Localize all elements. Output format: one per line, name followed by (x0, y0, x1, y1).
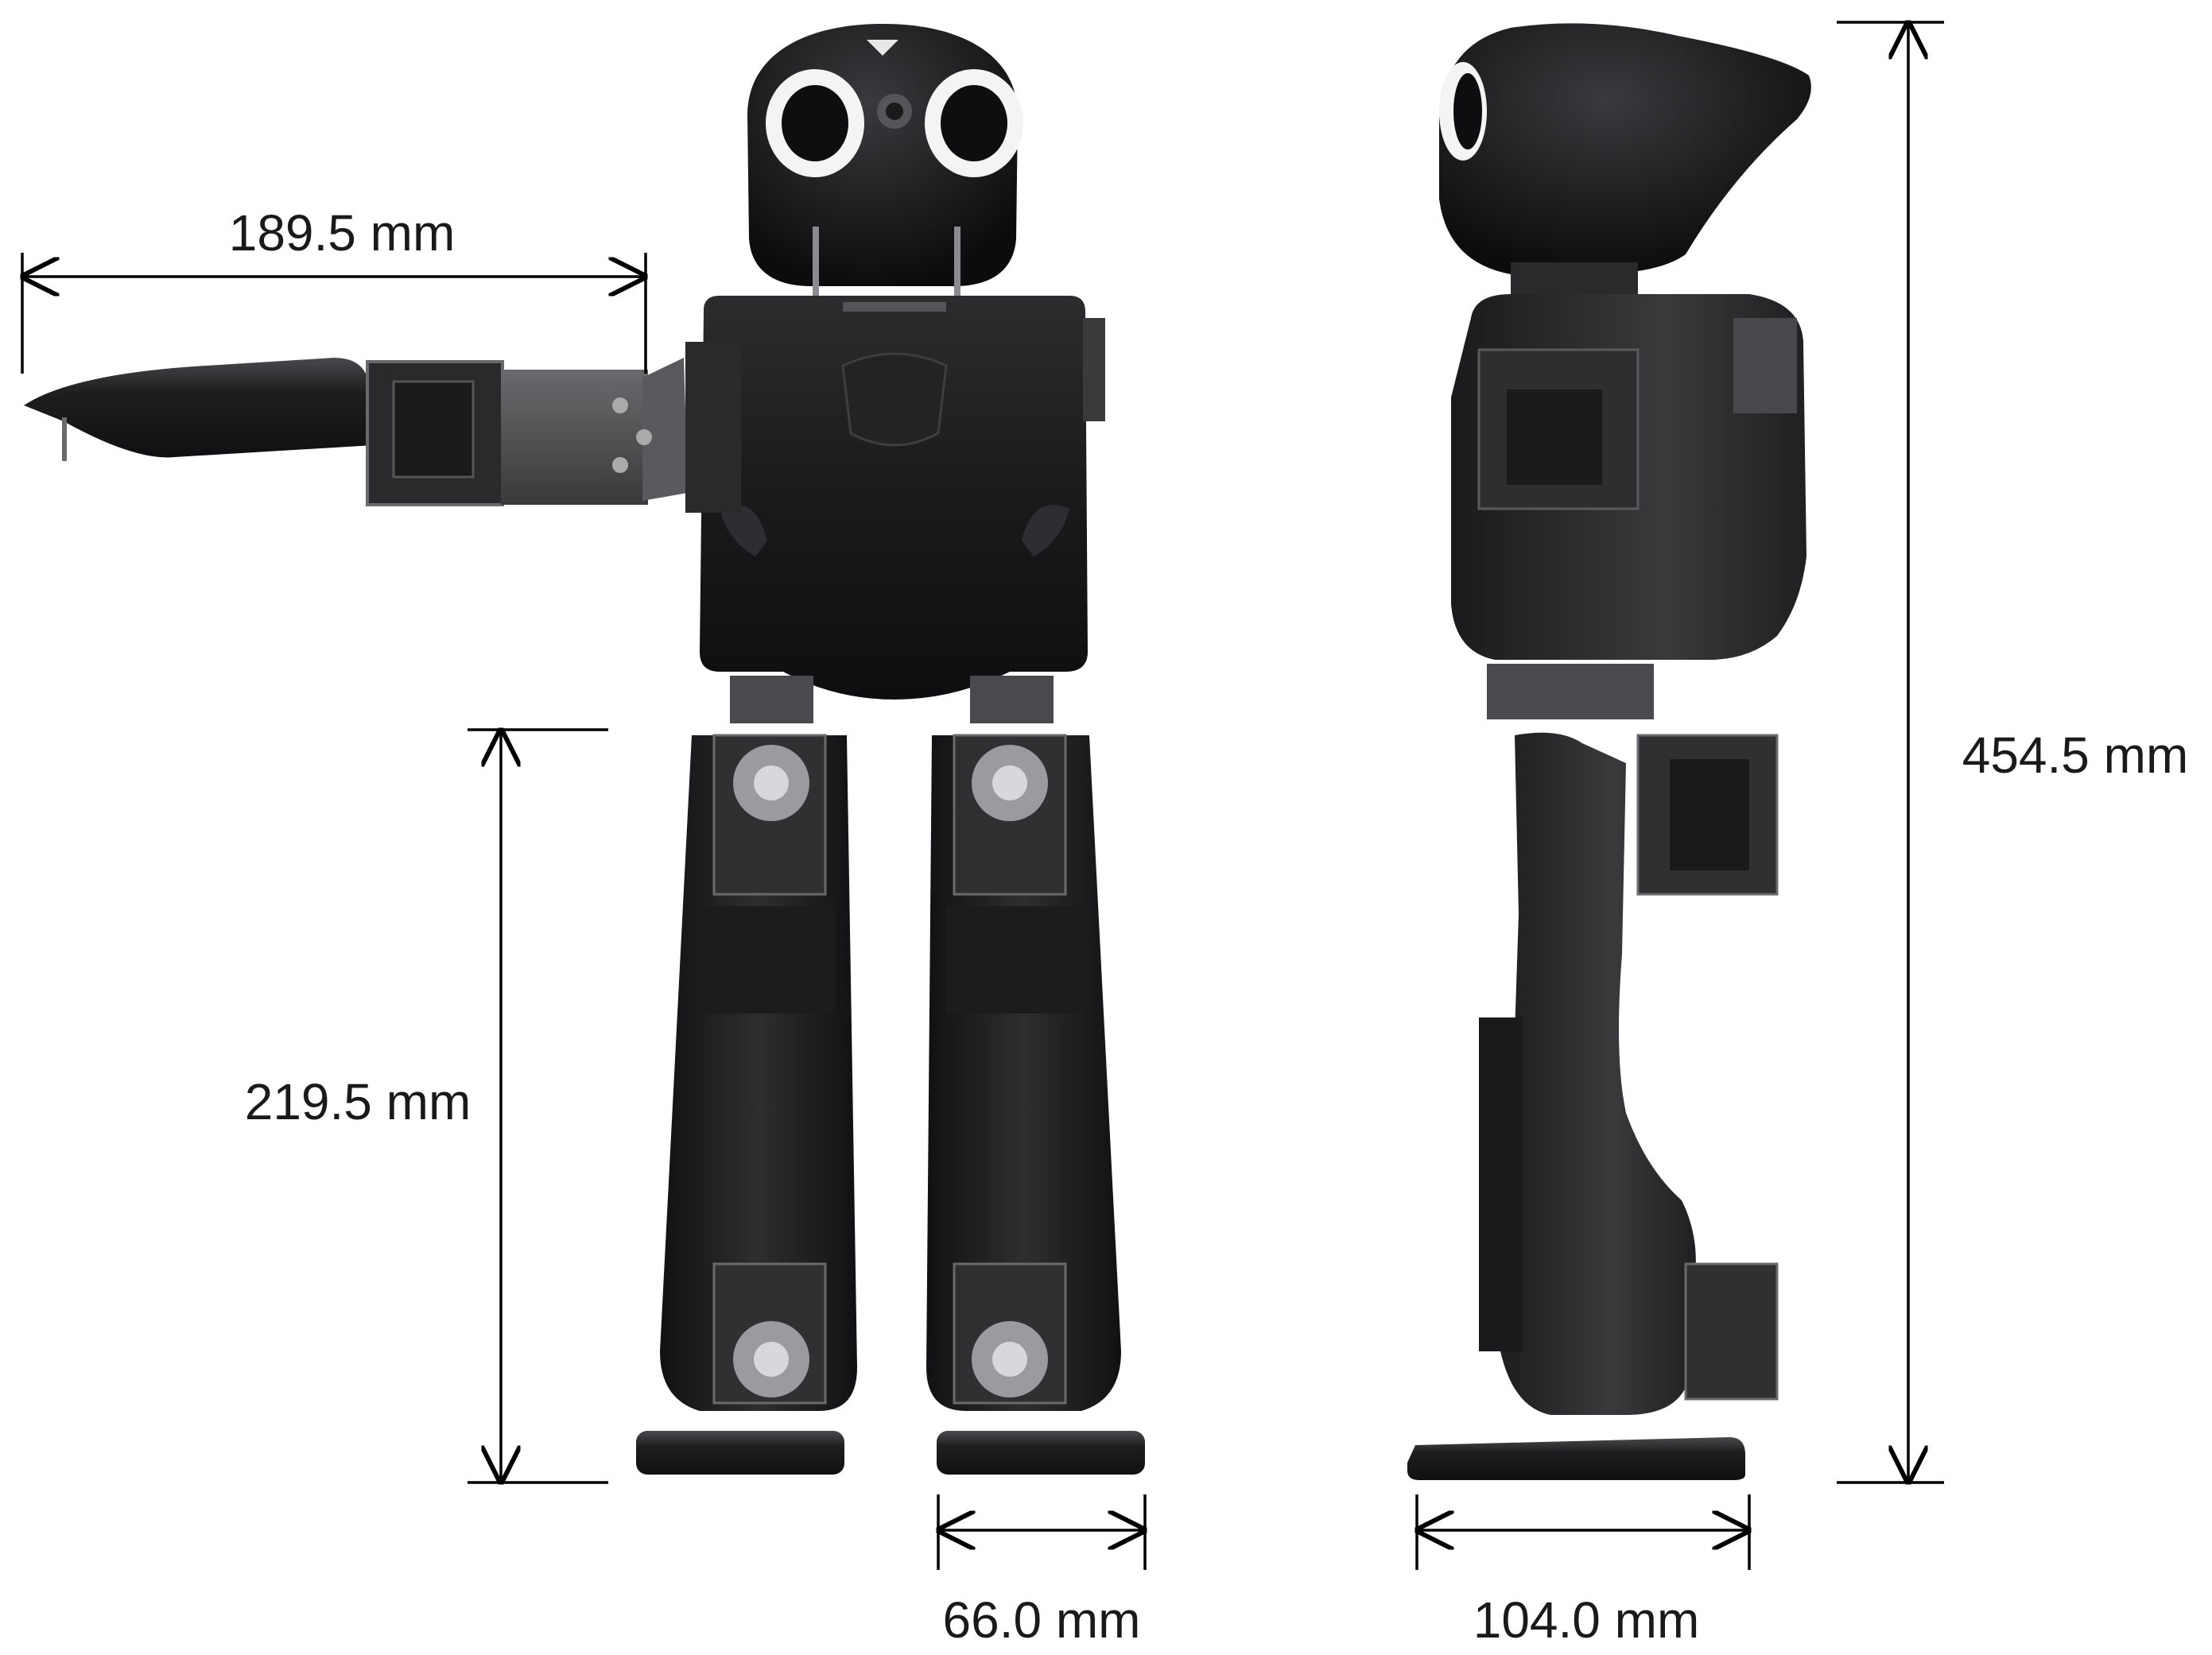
neck-bracket-right (954, 227, 960, 302)
front-left-leg (636, 734, 857, 1475)
chest-panel (841, 352, 948, 447)
side-hip-bracket (1487, 664, 1654, 719)
foot-width-label: 66.0 mm (943, 1591, 1141, 1649)
dimension-labels: 189.5 mm 454.5 mm 219.5 mm 66.0 mm 104.0… (229, 204, 2189, 1649)
side-back-pack (1733, 318, 1797, 413)
torso-vent-left (720, 505, 767, 556)
front-view (24, 24, 1145, 1475)
right-foot (937, 1431, 1145, 1475)
head-triangle-marker (867, 40, 898, 56)
front-right-leg (926, 734, 1145, 1475)
torso-vent-right (1022, 505, 1069, 556)
shoulder-joint (685, 342, 741, 513)
dimension-lines (22, 22, 1944, 1570)
hand-gripper (24, 358, 374, 458)
side-ankle-servo (1684, 1262, 1779, 1401)
front-torso (700, 296, 1088, 700)
leg-length-label: 219.5 mm (245, 1073, 472, 1130)
front-extended-arm (24, 342, 741, 513)
side-head (1439, 23, 1811, 274)
hip-brackets (730, 676, 1054, 723)
foot-length-label: 104.0 mm (1473, 1591, 1700, 1649)
left-foot (636, 1431, 844, 1475)
front-head (747, 24, 1023, 302)
right-eye (925, 69, 1023, 177)
side-view (1407, 23, 1811, 1480)
total-height-label: 454.5 mm (1962, 727, 2189, 784)
arm-length-label: 189.5 mm (229, 204, 456, 262)
neck-bracket-left (813, 227, 819, 302)
forearm-servo (501, 370, 648, 505)
left-eye (766, 69, 864, 177)
side-leg (1487, 732, 1696, 1415)
side-foot (1407, 1437, 1745, 1480)
right-shoulder (1083, 318, 1105, 421)
